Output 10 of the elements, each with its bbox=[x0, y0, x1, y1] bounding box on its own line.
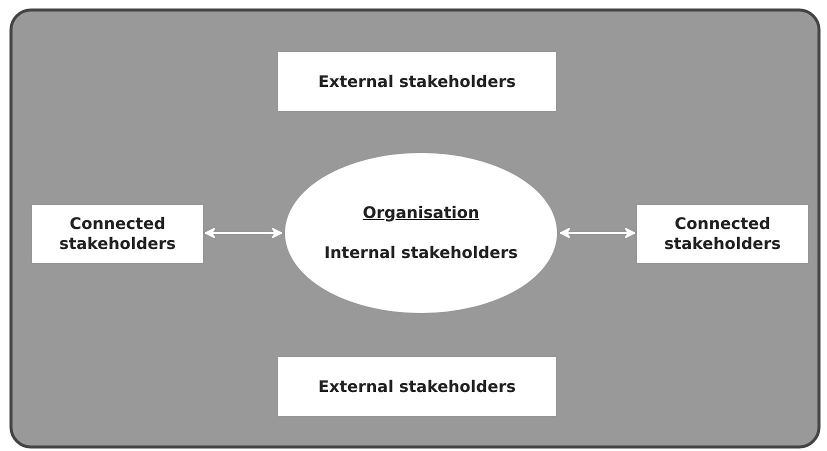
node-text: Connected stakeholders bbox=[663, 214, 782, 254]
node-text: Connected stakeholders bbox=[58, 214, 177, 254]
heading-text: Organisation bbox=[362, 203, 480, 223]
stakeholder-box bbox=[637, 205, 808, 263]
node-text: External stakeholders bbox=[317, 376, 517, 396]
node-text: External stakeholders bbox=[317, 72, 517, 92]
stakeholder-box bbox=[32, 205, 203, 263]
node-text: Internal stakeholders bbox=[324, 243, 518, 263]
stakeholder-box bbox=[278, 357, 556, 416]
stakeholder-box bbox=[278, 52, 556, 111]
